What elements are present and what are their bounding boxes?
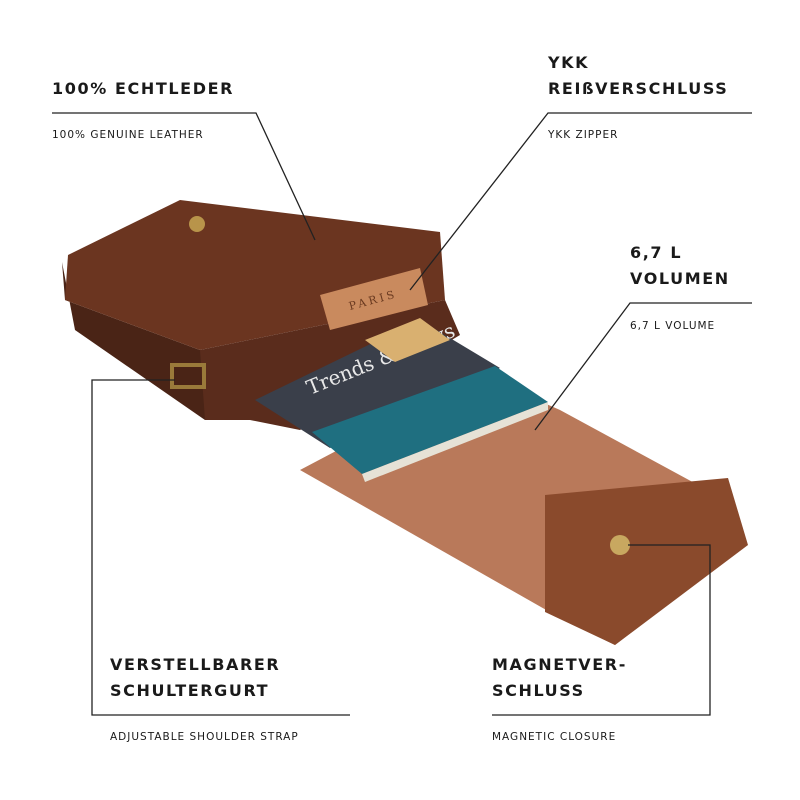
feature-title-volume-1: 6,7 L — [630, 243, 683, 262]
feature-subtitle-leather: 100% GENUINE LEATHER — [52, 129, 204, 141]
feature-subtitle-strap: ADJUSTABLE SHOULDER STRAP — [110, 731, 299, 743]
magazine — [255, 320, 500, 448]
notebook-pages — [362, 402, 548, 482]
feature-title-leather: 100% ECHTLEDER — [52, 79, 235, 98]
feature-title-closure-1: MAGNETVER- — [492, 655, 627, 674]
notebook — [312, 366, 548, 474]
flap-outer-band — [545, 478, 748, 645]
strap-buckle — [170, 363, 206, 389]
magnetic-snap — [610, 535, 630, 555]
callout-lines — [52, 112, 752, 716]
feature-title-closure-2: SCHLUSS — [492, 681, 585, 700]
feature-subtitle-zipper: YKK ZIPPER — [548, 129, 619, 141]
feature-subtitle-volume: 6,7 L VOLUME — [630, 320, 716, 332]
feature-title-strap-2: SCHULTERGURT — [110, 681, 270, 700]
snap-button-top — [189, 216, 205, 232]
feature-title-volume-2: VOLUMEN — [630, 269, 730, 288]
feature-title-strap-1: VERSTELLBARER — [110, 655, 281, 674]
phone — [365, 318, 450, 362]
feature-title-zipper-1: YKK — [548, 53, 590, 72]
brand-tag — [320, 268, 428, 330]
feature-title-zipper-2: REIßVERSCHLUSS — [548, 79, 729, 98]
feature-subtitle-closure: MAGNETIC CLOSURE — [492, 731, 617, 743]
